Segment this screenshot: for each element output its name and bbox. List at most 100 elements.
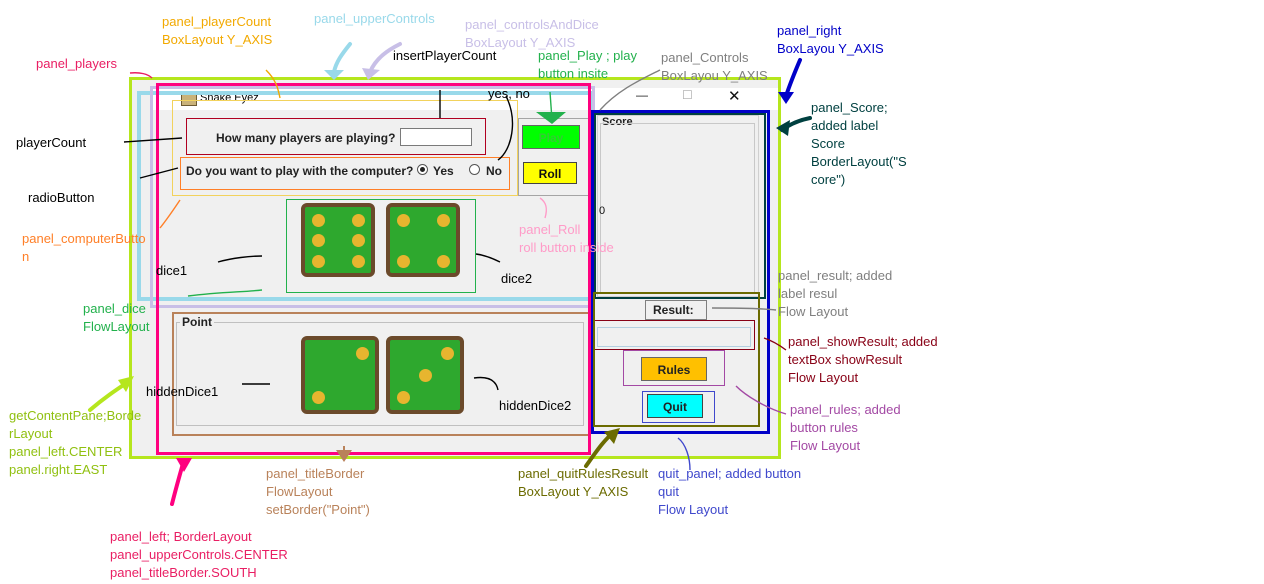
result-label: Result: [653,303,694,317]
score-title: Score [602,116,633,128]
dice2 [386,203,460,277]
radio-yes-dot [420,167,425,172]
quit-panel [642,391,715,423]
pip [397,391,410,404]
arrow-panel-players [129,72,153,79]
pip [312,255,325,268]
arrow-panel-right [784,58,802,98]
pip [397,255,410,268]
pip [397,214,410,227]
panel-left-outline [156,83,591,455]
roll-button[interactable]: Roll [523,162,577,184]
annotation-radio-button: radioButton [28,190,95,205]
rules-panel [623,350,725,386]
annotation-panel-rules: panel_rules; added button rules Flow Lay… [790,402,901,453]
score-outline [594,113,766,299]
annotation-panel-controls: panel_Controls BoxLayou Y_AXIS [661,50,768,83]
dice-panel [286,199,476,293]
radio-no-label: No [486,164,502,178]
arrow-player-count [123,137,183,143]
arrow-dice2 [475,253,501,263]
computer-question-label: Do you want to play with the computer? [186,164,414,178]
score-value: 0 [599,205,606,217]
annotation-panel-show-result: panel_showResult; added textBox showResu… [788,334,938,385]
annotation-panel-players: panel_players [36,56,117,71]
arrow-upper-controls [332,42,352,74]
arrowhead-panel-right [778,92,794,104]
score-panel [597,115,759,297]
arrow-panel-dice [187,289,263,297]
annotation-panel-title-border: panel_titleBorder FlowLayout setBorder("… [266,466,370,517]
player-count-outline [172,100,518,196]
content-pane-outline [129,77,781,459]
point-title: Point [180,315,214,329]
pip [419,369,432,382]
annotation-dice1: dice1 [156,263,188,278]
arrowhead-title-border [336,450,352,462]
annotation-hidden-dice1: hiddenDice1 [146,384,219,399]
point-titled-border [176,322,584,426]
annotation-panel-computer-button: panel_computerButto n [22,231,146,264]
arrow-panel-controls [599,69,661,111]
pip [352,214,365,227]
annotation-panel-quit-rules-result: panel_quitRulesResult BoxLayout Y_AXIS [518,466,649,499]
annotation-panel-right: panel_right BoxLayou Y_AXIS [777,23,884,56]
hidden-dice2 [386,336,464,414]
right-panel-outline [591,110,770,434]
annotation-panel-upper-controls: panel_upperControls [314,11,435,26]
annotation-panel-result: panel_result; added label resul Flow Lay… [778,268,893,319]
radio-no[interactable] [469,164,480,175]
pip [312,214,325,227]
arrow-radio-button [139,167,179,179]
annotation-panel-controls-and-dice: panel_controlsAndDice BoxLayout Y_AXIS [465,17,599,50]
arrowhead-panel-play [536,112,566,124]
arrowhead-content-pane [118,376,134,392]
player-count-panel [186,118,486,155]
annotation-dice2: dice2 [501,271,533,286]
pip [356,347,369,360]
quit-button[interactable]: Quit [647,394,703,418]
annotation-panel-left: panel_left; BorderLayout panel_upperCont… [110,529,288,580]
result-textbox[interactable] [597,327,751,347]
arrowhead-controls-and-dice [362,68,380,80]
result-label-panel [645,300,707,320]
annotation-get-content-pane: getContentPane;Borde rLayout panel_left.… [9,408,142,477]
maximize-button[interactable]: ☐ [682,88,693,102]
player-count-input[interactable] [400,128,472,146]
close-button[interactable]: ✕ [728,88,741,105]
arrow-rules [735,385,787,415]
arrowhead-panel-score [776,120,790,136]
arrow-panel-roll [539,197,548,219]
arrow-show-result [763,337,787,351]
play-button[interactable]: Play [522,125,580,149]
computer-button-panel [180,157,510,190]
annotation-player-count: playerCount [16,135,87,150]
dice1 [301,203,375,277]
pip [352,234,365,247]
pip [441,347,454,360]
annotation-yes-no: yes, no [488,86,530,101]
pip [312,391,325,404]
arrow-result [711,307,777,311]
annotation-panel-roll: panel_Roll roll button inside [519,222,614,255]
arrow-player-count-label [265,69,281,99]
pip [312,234,325,247]
annotation-insert-player-count: insertPlayerCount [393,48,497,63]
quit-rules-result-outline [593,292,760,427]
pip [437,255,450,268]
radio-yes[interactable] [417,164,428,175]
annotation-hidden-dice2: hiddenDice2 [499,398,572,413]
arrow-hidden-dice2 [473,376,499,391]
arrow-controls-and-dice [368,42,402,74]
annotation-panel-play: panel_Play ; play button insite [538,48,638,81]
pip [352,255,365,268]
arrow-yes-no [497,95,514,161]
arrow-dice1 [217,255,263,263]
minimize-button[interactable]: — [636,88,648,102]
hidden-dice1 [301,336,379,414]
rules-button[interactable]: Rules [641,357,707,381]
window-title: Snake Eyez [200,92,259,104]
arrowhead-quit-rules-result [604,428,620,444]
annotation-quit-panel: quit_panel; added button quit Flow Layou… [658,466,802,517]
